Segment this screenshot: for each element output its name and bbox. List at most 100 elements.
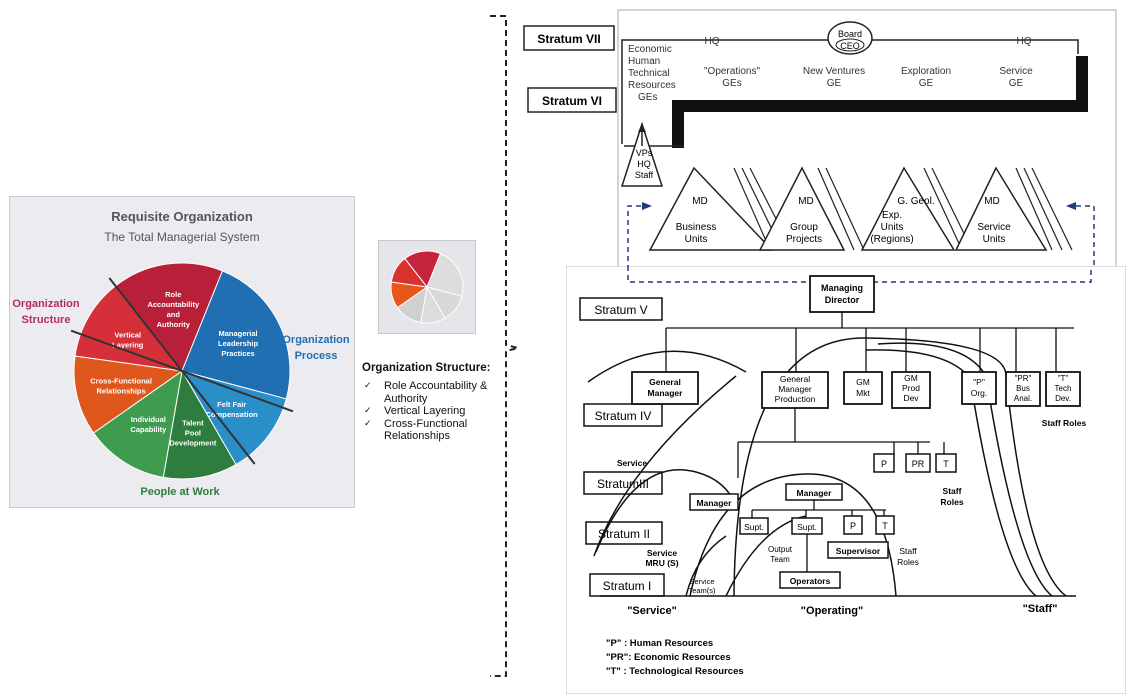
unit-business: MD Business Units [648, 166, 793, 251]
ge-label: Exploration [901, 66, 951, 77]
unit-head: MD [692, 196, 708, 207]
supt-left: Supt. [744, 522, 764, 532]
stratum-ii: Stratum II [598, 527, 650, 541]
wheel-slice-label: Talent [182, 419, 204, 428]
wheel-slice-label: Development [169, 439, 217, 448]
gm-production: Manager [778, 384, 812, 394]
wheel-slice [181, 270, 291, 400]
ge-label: GEs [722, 78, 741, 89]
staff-roles-low: Roles [897, 557, 919, 567]
unit-line: Units [685, 234, 708, 245]
wheel-slice-label: Practices [221, 349, 254, 358]
output-team: Team [770, 555, 790, 564]
legend-line: "PR": Economic Resources [606, 652, 731, 663]
unit-group: MD Group Projects [758, 166, 865, 251]
wheel-slice-label: Vertical [114, 331, 141, 340]
pr-bus: Anal. [1014, 394, 1032, 403]
service-mru: MRU (S) [645, 558, 678, 568]
unit-line: Units [983, 234, 1006, 245]
unit-line: Group [790, 222, 818, 233]
wheel-slice [74, 285, 184, 372]
board-label: Board [838, 29, 862, 39]
structure-item: Cross-Functional Relationships [364, 418, 512, 443]
t-tech: Tech [1055, 384, 1072, 393]
wheel-title: Requisite Organization [111, 209, 253, 224]
p-box-low: P [850, 521, 856, 531]
p-org: "P" [973, 377, 985, 387]
gm-prod-dev: Prod [902, 383, 920, 393]
unit-service: MD Service Units [954, 166, 1073, 251]
ceo-label: CEO [840, 41, 860, 51]
stratum-vii-label: Stratum VII [537, 32, 600, 46]
gm-mkt: Mkt [856, 388, 870, 398]
staff-roles-top: Staff Roles [1042, 418, 1087, 428]
stratum-vi-label: Stratum VI [542, 94, 602, 108]
service-teams: Team(s) [688, 586, 716, 595]
managing-director: Managing [821, 283, 863, 293]
unit-line: Exp. [882, 210, 902, 221]
ge-label: Service [999, 66, 1033, 77]
pr-box: PR [912, 459, 925, 469]
stratum-i: Stratum I [603, 579, 652, 593]
wheel-slice-label: Role [165, 290, 181, 299]
operators-box: Operators [790, 576, 831, 586]
resources-line: Resources [628, 80, 676, 91]
wheel-slice-label: Felt Fair [217, 400, 246, 409]
ge-label: New Ventures [803, 66, 865, 77]
wheel-slice [73, 355, 184, 434]
wheel-slice [114, 262, 224, 372]
wheel-slice-label: Relationships [96, 387, 145, 396]
t-tech: "T" [1058, 374, 1069, 383]
ge-label: GE [1009, 78, 1024, 89]
service-label: Service [617, 458, 648, 468]
requisite-wheel-graphic: Requisite Organization The Total Manager… [12, 209, 350, 498]
unit-head: G. Geol. [897, 196, 934, 207]
output-team: Output [768, 545, 793, 554]
vp-label: HQ [637, 159, 651, 169]
resources-line: Technical [628, 68, 670, 79]
structure-heading: Organization Structure: [362, 362, 491, 374]
bottom-label-staff: "Staff" [1023, 603, 1058, 615]
supt-center: Supt. [797, 522, 817, 532]
wheel-slice-label: and [167, 310, 181, 319]
process-label-2: Process [295, 350, 338, 362]
structure-list: Role Accountability & Authority Vertical… [362, 380, 512, 443]
unit-head: MD [984, 196, 1000, 207]
wheel-slice-label: Individual [131, 415, 166, 424]
bottom-org-chart: Managing Director Stratum V Stratum IV S… [566, 266, 1126, 694]
thumbnail-wheel [378, 240, 476, 334]
thumbnail-wheel-graphic [390, 250, 464, 324]
unit-head: MD [798, 196, 814, 207]
unit-exploration: G. Geol. Exp. Units (Regions) [860, 166, 973, 251]
manager-left: Manager [697, 498, 733, 508]
structure-item: Role Accountability & Authority [364, 380, 512, 405]
unit-line: Service [977, 222, 1011, 233]
top-org-chart: Stratum VII Stratum VI HQ HQ Board CEO E… [523, 9, 1117, 279]
t-box-low: T [882, 521, 888, 531]
gm-prod-dev: GM [904, 373, 918, 383]
gm-production: General [780, 374, 810, 384]
ge-label: "Operations" [704, 66, 760, 77]
wheel-slice [180, 370, 287, 466]
unit-line: Units [881, 222, 904, 233]
p-box: P [881, 459, 887, 469]
pr-bus: Bus [1016, 384, 1030, 393]
vp-label: VPs [636, 148, 653, 158]
thumb-slice [426, 252, 464, 297]
wheel: RoleAccountabilityandAuthorityManagerial… [70, 262, 294, 480]
bottom-label-service: "Service" [627, 605, 677, 617]
unit-line: (Regions) [870, 234, 913, 245]
stratum-v: Stratum V [594, 303, 647, 317]
legend-line: "P" : Human Resources [606, 638, 713, 649]
stratum-iv: Stratum IV [595, 409, 652, 423]
requisite-organization-panel: Requisite Organization The Total Manager… [9, 196, 355, 508]
legend-line: "T" : Technological Resources [606, 666, 744, 677]
wheel-slice-label: Authority [157, 320, 191, 329]
gm-production: Production [775, 394, 816, 404]
wheel-slice-label: Pool [185, 429, 201, 438]
t-box: T [943, 459, 949, 469]
process-label-1: Organization [282, 334, 350, 346]
wheel-subtitle: The Total Managerial System [104, 230, 259, 244]
p-org: Org. [971, 388, 988, 398]
wheel-slice-label: Accountability [147, 300, 200, 309]
